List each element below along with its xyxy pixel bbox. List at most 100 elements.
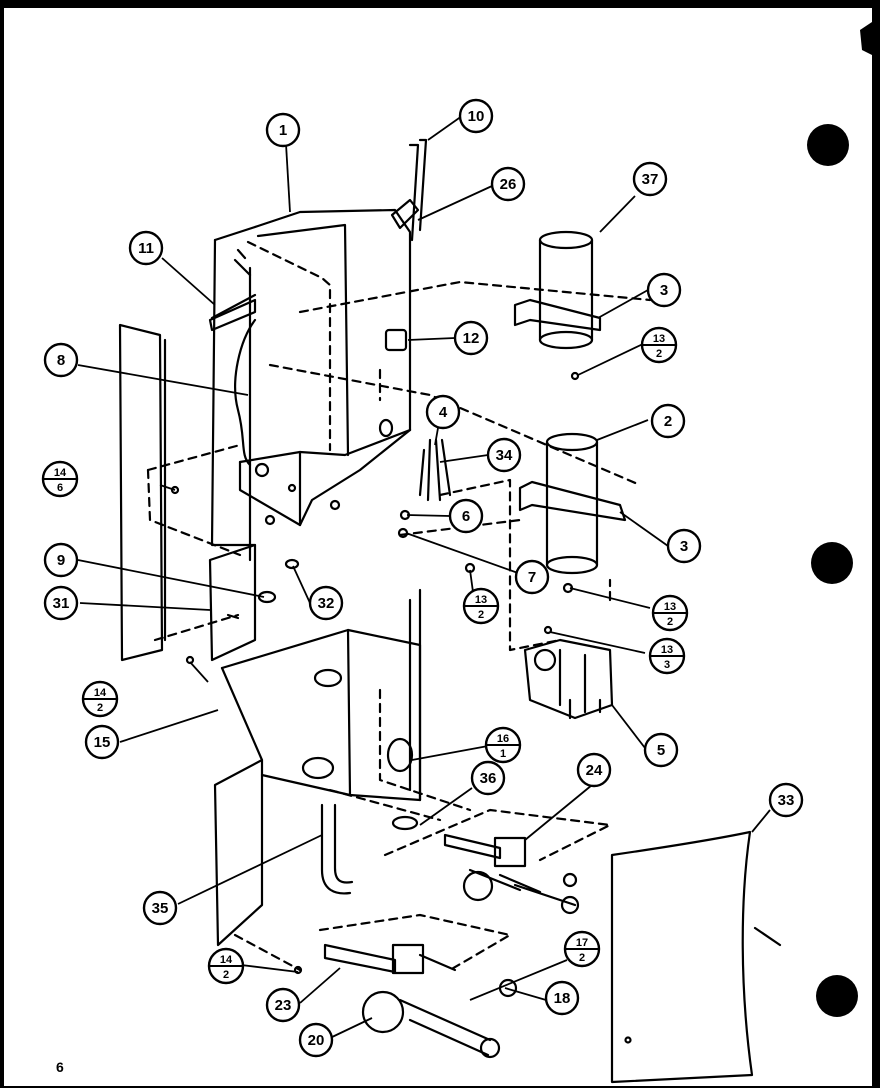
callout-34: 34 (486, 437, 522, 473)
callout-12: 12 (453, 320, 489, 356)
callout-circle (43, 342, 79, 378)
callout-label: 31 (53, 595, 70, 612)
callout-15: 15 (84, 724, 120, 760)
callout-26: 26 (490, 166, 526, 202)
callout-23: 23 (265, 987, 301, 1023)
fraction-bottom: 2 (667, 616, 673, 628)
callout-circle (265, 987, 301, 1023)
callout-circle (643, 732, 679, 768)
fraction-callout-16-1: 161 (484, 726, 522, 764)
fraction-top: 14 (220, 954, 233, 966)
callout-label: 35 (152, 900, 169, 917)
callout-circle (84, 724, 120, 760)
callout-circle (632, 161, 668, 197)
fraction-callout-14-2b: 142 (207, 947, 245, 985)
callout-label: 20 (308, 1032, 325, 1049)
fraction-bottom: 3 (664, 659, 670, 671)
callout-label: 15 (94, 734, 111, 751)
callout-3a: 3 (646, 272, 682, 308)
fraction-top: 13 (653, 333, 665, 345)
callout-circle (514, 559, 550, 595)
page-number: 6 (56, 1059, 64, 1075)
lead-wires-part (418, 438, 452, 502)
callout-circle (486, 437, 522, 473)
fraction-top: 17 (576, 937, 588, 949)
callout-label: 10 (468, 108, 485, 125)
fraction-top: 14 (54, 467, 67, 479)
fraction-top: 13 (661, 644, 673, 656)
fraction-bottom: 2 (223, 969, 229, 981)
callout-36: 36 (470, 760, 506, 796)
callout-label: 6 (462, 508, 470, 525)
wiring-loop-part (234, 318, 257, 467)
callout-label: 24 (586, 762, 603, 779)
callout-circle (298, 1022, 334, 1058)
lower-bracket-part (208, 543, 257, 662)
callout-label: 8 (57, 352, 65, 369)
callout-31: 31 (43, 585, 79, 621)
assembly-guide-lines (146, 280, 652, 972)
access-panel-33-part (610, 830, 782, 1084)
callout-5: 5 (643, 732, 679, 768)
fraction-callout-14-2a: 142 (81, 680, 119, 718)
callout-label: 7 (528, 569, 536, 586)
callout-33: 33 (768, 782, 804, 818)
coil-grille-part (118, 323, 167, 662)
scan-speck (860, 22, 872, 55)
callout-3b: 3 (666, 528, 702, 564)
callout-label: 5 (657, 742, 665, 759)
callout-18: 18 (544, 980, 580, 1016)
fraction-bottom: 2 (579, 952, 585, 964)
callout-label: 26 (500, 176, 517, 193)
fraction-bottom: 1 (500, 748, 506, 760)
callout-label: 23 (275, 997, 292, 1014)
callout-circle (448, 498, 484, 534)
callout-11: 11 (128, 230, 164, 266)
grommet-12-part (384, 328, 408, 352)
callout-circle (576, 752, 612, 788)
callout-label: 4 (439, 404, 448, 421)
fraction-top: 13 (664, 601, 676, 613)
callout-2: 2 (650, 403, 686, 439)
drain-tube-35-part (320, 803, 354, 895)
fraction-bottom: 2 (478, 609, 484, 621)
callout-label: 3 (660, 282, 668, 299)
callout-label: 33 (778, 792, 795, 809)
callout-circle (666, 528, 702, 564)
fraction-callout-14-6: 146 (41, 460, 79, 498)
callout-circle (458, 98, 494, 134)
clip-26-part (390, 198, 420, 230)
binder-hole-middle (811, 542, 853, 584)
fraction-bottom: 2 (656, 348, 662, 360)
callout-circle (544, 980, 580, 1016)
callout-circle (308, 585, 344, 621)
callout-37: 37 (632, 161, 668, 197)
bracket-10-part (408, 138, 428, 242)
callout-circle (128, 230, 164, 266)
callout-leaders (77, 115, 771, 1039)
callout-7: 7 (514, 559, 550, 595)
fraction-bottom: 6 (57, 482, 63, 494)
valve-24-part (443, 833, 580, 915)
callout-label: 3 (680, 538, 688, 555)
callout-circle (265, 112, 301, 148)
callout-circle (768, 782, 804, 818)
callout-circle (646, 272, 682, 308)
valve-20-part (323, 943, 518, 1059)
callout-label: 36 (480, 770, 497, 787)
callout-35: 35 (142, 890, 178, 926)
fraction-callout-13-2a: 132 (640, 326, 678, 364)
callout-6: 6 (448, 498, 484, 534)
callout-1: 1 (265, 112, 301, 148)
callout-10: 10 (458, 98, 494, 134)
fraction-callout-13-3: 133 (648, 637, 686, 675)
callout-4: 4 (425, 394, 461, 430)
callout-circle (43, 542, 79, 578)
callout-8: 8 (43, 342, 79, 378)
bracket-strip-part (208, 298, 257, 332)
callout-circle (490, 166, 526, 202)
fraction-bottom: 2 (97, 702, 103, 714)
callout-label: 34 (496, 447, 513, 464)
